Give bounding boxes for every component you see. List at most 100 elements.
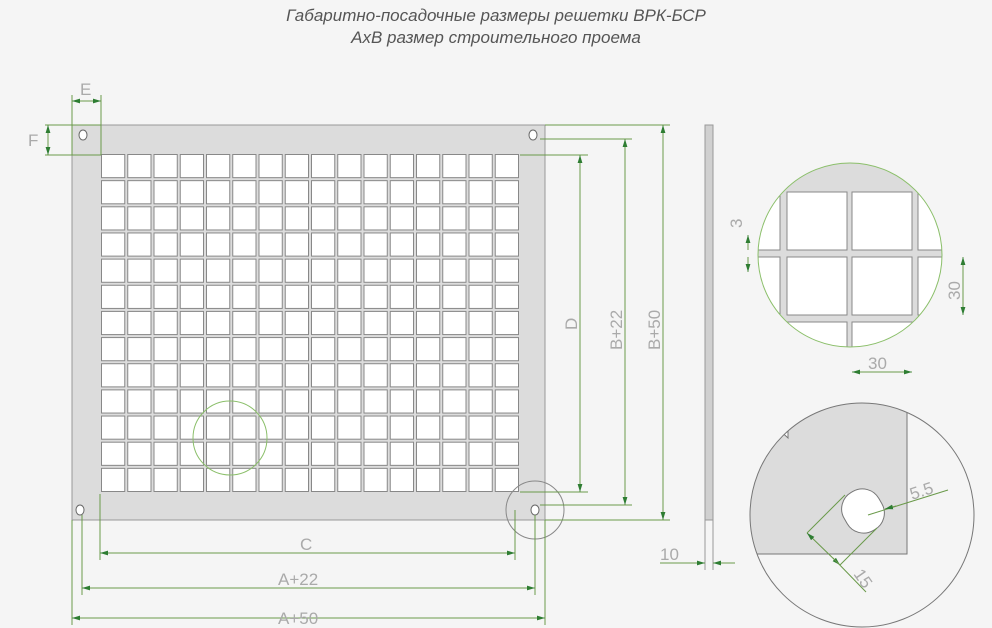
grille-cell bbox=[442, 337, 467, 362]
grille-cell bbox=[468, 337, 493, 362]
grille-cell bbox=[337, 232, 362, 257]
grille-cell bbox=[258, 310, 283, 336]
grille-cell bbox=[206, 441, 231, 466]
grille-cell bbox=[258, 284, 283, 309]
grille-cell bbox=[206, 180, 231, 205]
grille-cell bbox=[179, 154, 204, 179]
dimension-lines bbox=[45, 95, 670, 625]
grille-cell bbox=[153, 337, 178, 362]
dim-label-d: D bbox=[562, 318, 581, 330]
grille-cell bbox=[311, 154, 336, 179]
grille-cell bbox=[494, 258, 519, 283]
grille-cell bbox=[494, 467, 519, 493]
grille-cell bbox=[363, 337, 388, 362]
grille-cell bbox=[389, 389, 414, 414]
grille-cell bbox=[127, 441, 152, 466]
grille-cell bbox=[206, 258, 231, 283]
grille-cell bbox=[258, 415, 283, 440]
grille-cell bbox=[416, 389, 441, 414]
grille-cell bbox=[127, 206, 152, 231]
detail-hole-view bbox=[749, 402, 975, 628]
grille-cell bbox=[258, 441, 283, 466]
grille-cell bbox=[127, 337, 152, 362]
grille-cell bbox=[389, 310, 414, 336]
grille-cell bbox=[494, 284, 519, 309]
grille-cell bbox=[416, 232, 441, 257]
grille-cell bbox=[311, 232, 336, 257]
grille-cell bbox=[494, 415, 519, 440]
grille-cell bbox=[127, 363, 152, 388]
grille-cell bbox=[101, 389, 126, 414]
grille-cell bbox=[206, 206, 231, 231]
grille-cell bbox=[153, 310, 178, 336]
grille-cell bbox=[337, 337, 362, 362]
grille-cell bbox=[232, 415, 257, 440]
grille-cell bbox=[232, 337, 257, 362]
grille-cell bbox=[232, 363, 257, 388]
grille-cell bbox=[494, 337, 519, 362]
dim-label-cell-w: 30 bbox=[868, 354, 887, 373]
grille-cell bbox=[284, 415, 309, 440]
grille-cell bbox=[389, 467, 414, 493]
grille-cell bbox=[153, 154, 178, 179]
grille-cell bbox=[153, 415, 178, 440]
grille-cell bbox=[468, 310, 493, 336]
grille-cell bbox=[468, 154, 493, 179]
grille-cell bbox=[258, 467, 283, 493]
grille-cell bbox=[442, 389, 467, 414]
grille-cell bbox=[494, 180, 519, 205]
grille-cell bbox=[206, 232, 231, 257]
grille-cell bbox=[179, 310, 204, 336]
grille-cell bbox=[337, 154, 362, 179]
grille-cell bbox=[442, 441, 467, 466]
grille-cell bbox=[153, 467, 178, 493]
grille-cell bbox=[127, 232, 152, 257]
grille-cell bbox=[416, 258, 441, 283]
grille-cell bbox=[442, 180, 467, 205]
grille-cell bbox=[232, 154, 257, 179]
grille-cell bbox=[127, 180, 152, 205]
grille-cell bbox=[153, 180, 178, 205]
dim-label-b50: B+50 bbox=[645, 310, 664, 350]
grille-cell bbox=[179, 284, 204, 309]
grille-cell bbox=[494, 363, 519, 388]
grille-side-view bbox=[660, 124, 735, 570]
grille-cell bbox=[206, 284, 231, 309]
grille-cell bbox=[232, 232, 257, 257]
grille-cell bbox=[363, 284, 388, 309]
grille-cell bbox=[363, 415, 388, 440]
grille-front-view bbox=[71, 124, 565, 540]
grille-cell bbox=[284, 467, 309, 493]
grille-cell bbox=[232, 206, 257, 231]
mount-hole bbox=[530, 504, 540, 516]
grille-cell bbox=[127, 284, 152, 309]
grille-cell bbox=[153, 258, 178, 283]
dim-label-slot: 5.5 bbox=[907, 478, 935, 503]
grille-cell bbox=[284, 363, 309, 388]
grille-cell bbox=[311, 180, 336, 205]
grille-cell bbox=[468, 206, 493, 231]
grille-cell bbox=[101, 310, 126, 336]
grille-cell bbox=[363, 310, 388, 336]
grille-cell bbox=[258, 206, 283, 231]
grille-cell bbox=[153, 441, 178, 466]
grille-cell bbox=[416, 206, 441, 231]
grille-cell bbox=[363, 363, 388, 388]
grille-cell bbox=[101, 258, 126, 283]
grille-cell bbox=[337, 389, 362, 414]
grille-cell bbox=[153, 389, 178, 414]
grille-cell bbox=[232, 441, 257, 466]
grille-cell bbox=[311, 415, 336, 440]
grille-cell bbox=[416, 154, 441, 179]
grille-cell bbox=[337, 441, 362, 466]
grille-cell bbox=[179, 258, 204, 283]
grille-cell bbox=[337, 258, 362, 283]
grille-cell bbox=[284, 232, 309, 257]
grille-cell bbox=[101, 154, 126, 179]
grille-cell bbox=[153, 206, 178, 231]
grille-cell bbox=[442, 363, 467, 388]
grille-cell bbox=[101, 415, 126, 440]
grille-cell bbox=[206, 363, 231, 388]
grille-cell bbox=[179, 415, 204, 440]
grille-cell bbox=[179, 389, 204, 414]
